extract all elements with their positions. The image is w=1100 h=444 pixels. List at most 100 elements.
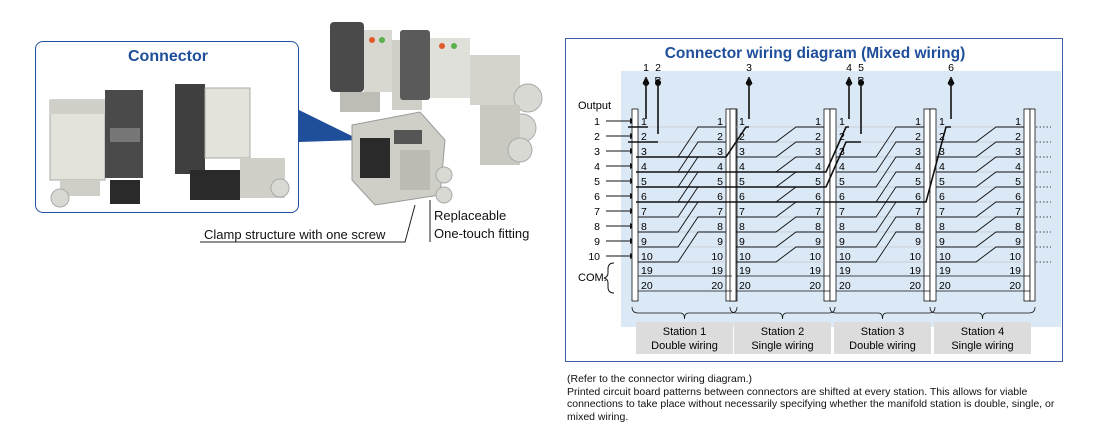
pcb-trace bbox=[936, 216, 1024, 233]
pin-number-left: 10 bbox=[939, 251, 951, 263]
pin-number-left: 10 bbox=[739, 251, 751, 263]
com-pin-left: 20 bbox=[939, 280, 951, 292]
station-label-box bbox=[934, 322, 1031, 354]
solenoid-letter: B bbox=[857, 75, 864, 87]
pcb-trace bbox=[836, 141, 924, 173]
pcb-trace bbox=[936, 246, 1024, 263]
connector-strip-gap bbox=[1029, 108, 1036, 302]
pin-number-left: 5 bbox=[939, 176, 945, 188]
com-pin-left: 20 bbox=[839, 280, 851, 292]
pin-number-right: 1 bbox=[717, 116, 723, 128]
solenoid-terminal bbox=[746, 80, 752, 86]
pcb-trace bbox=[736, 216, 824, 233]
output-path bbox=[636, 126, 849, 173]
pcb-trace bbox=[736, 126, 824, 143]
pin-number-left: 7 bbox=[839, 206, 845, 218]
pin-number-right: 8 bbox=[1015, 221, 1021, 233]
output-path bbox=[636, 126, 749, 158]
solenoid-number: 3 bbox=[746, 62, 752, 74]
solenoid-terminal bbox=[858, 80, 864, 86]
pin-number-left: 10 bbox=[641, 251, 653, 263]
pin-number-right: 9 bbox=[1015, 236, 1021, 248]
station-wiring: Double wiring bbox=[651, 340, 718, 352]
station-brace bbox=[829, 306, 936, 320]
pin-number-left: 2 bbox=[939, 131, 945, 143]
pin-number-left: 8 bbox=[839, 221, 845, 233]
output-number: 9 bbox=[594, 236, 600, 248]
pcb-trace bbox=[836, 156, 924, 188]
pin-number-left: 2 bbox=[739, 131, 745, 143]
station-label-box bbox=[734, 322, 831, 354]
solenoid-terminal bbox=[643, 80, 649, 86]
pin-number-right: 9 bbox=[815, 236, 821, 248]
pin-number-left: 9 bbox=[839, 236, 845, 248]
solenoid-letter: B bbox=[654, 75, 661, 87]
connector-strip-left bbox=[929, 108, 937, 302]
pcb-trace bbox=[638, 231, 726, 263]
pin-number-right: 7 bbox=[717, 206, 723, 218]
com-pin-right: 19 bbox=[809, 265, 821, 277]
pin-number-right: 7 bbox=[815, 206, 821, 218]
pin-number-right: 9 bbox=[717, 236, 723, 248]
pin-number-right: 5 bbox=[915, 176, 921, 188]
description-note: (Refer to the connector wiring diagram.)… bbox=[567, 373, 1067, 423]
pin-number-left: 8 bbox=[739, 221, 745, 233]
pin-number-left: 2 bbox=[641, 131, 647, 143]
diagram-background bbox=[621, 71, 1061, 327]
pin-number-right: 1 bbox=[915, 116, 921, 128]
output-number: 1 bbox=[594, 116, 600, 128]
pin-number-right: 7 bbox=[1015, 206, 1021, 218]
connector-inset: Connector bbox=[35, 41, 299, 213]
pin-number-right: 3 bbox=[1015, 146, 1021, 158]
com-pin-right: 20 bbox=[809, 280, 821, 292]
pin-number-left: 1 bbox=[641, 116, 647, 128]
fitting-callout-line1: Replaceable bbox=[434, 208, 507, 223]
pin-number-right: 2 bbox=[915, 131, 921, 143]
pcb-trace bbox=[736, 231, 824, 248]
station-wiring: Double wiring bbox=[849, 340, 916, 352]
wiring-diagram-frame: Connector wiring diagram (Mixed wiring) … bbox=[565, 38, 1063, 362]
pin-number-left: 7 bbox=[641, 206, 647, 218]
solenoid-number: 1 bbox=[643, 62, 649, 74]
pin-number-right: 4 bbox=[717, 161, 723, 173]
pin-number-left: 1 bbox=[939, 116, 945, 128]
com-pin-left: 20 bbox=[739, 280, 751, 292]
pin-number-right: 5 bbox=[717, 176, 723, 188]
com-pin-right: 19 bbox=[909, 265, 921, 277]
output-number: 7 bbox=[594, 206, 600, 218]
station-brace bbox=[929, 306, 1036, 320]
pin-number-left: 8 bbox=[939, 221, 945, 233]
solenoid-terminal bbox=[948, 80, 954, 86]
pin-number-left: 4 bbox=[641, 161, 647, 173]
pin-number-right: 7 bbox=[915, 206, 921, 218]
pin-number-left: 3 bbox=[739, 146, 745, 158]
output-number: 4 bbox=[594, 161, 600, 173]
pcb-trace bbox=[936, 156, 1024, 173]
pcb-trace bbox=[736, 141, 824, 158]
inset-title: Connector bbox=[128, 48, 208, 65]
pin-number-right: 5 bbox=[1015, 176, 1021, 188]
pin-number-left: 6 bbox=[939, 191, 945, 203]
com-pin-right: 20 bbox=[909, 280, 921, 292]
com-pin-left: 19 bbox=[641, 265, 653, 277]
pin-number-right: 3 bbox=[915, 146, 921, 158]
solenoid-number: 2 bbox=[655, 62, 661, 74]
fitting-callout-line2: One-touch fitting bbox=[434, 226, 530, 241]
pcb-trace bbox=[638, 216, 726, 248]
pin-number-left: 4 bbox=[939, 161, 945, 173]
pin-number-left: 8 bbox=[641, 221, 647, 233]
note-line2: Printed circuit board patterns between c… bbox=[567, 385, 1055, 423]
solenoid-letter: A bbox=[642, 75, 649, 87]
pcb-trace bbox=[936, 201, 1024, 218]
pin-number-left: 3 bbox=[939, 146, 945, 158]
pcb-trace bbox=[836, 231, 924, 263]
pin-number-right: 4 bbox=[915, 161, 921, 173]
callout-pointer bbox=[299, 110, 360, 142]
output-number: 8 bbox=[594, 221, 600, 233]
pin-number-right: 8 bbox=[717, 221, 723, 233]
pin-number-left: 9 bbox=[641, 236, 647, 248]
pin-number-right: 6 bbox=[1015, 191, 1021, 203]
pin-number-left: 9 bbox=[739, 236, 745, 248]
pin-number-right: 4 bbox=[1015, 161, 1021, 173]
pin-number-left: 4 bbox=[839, 161, 845, 173]
